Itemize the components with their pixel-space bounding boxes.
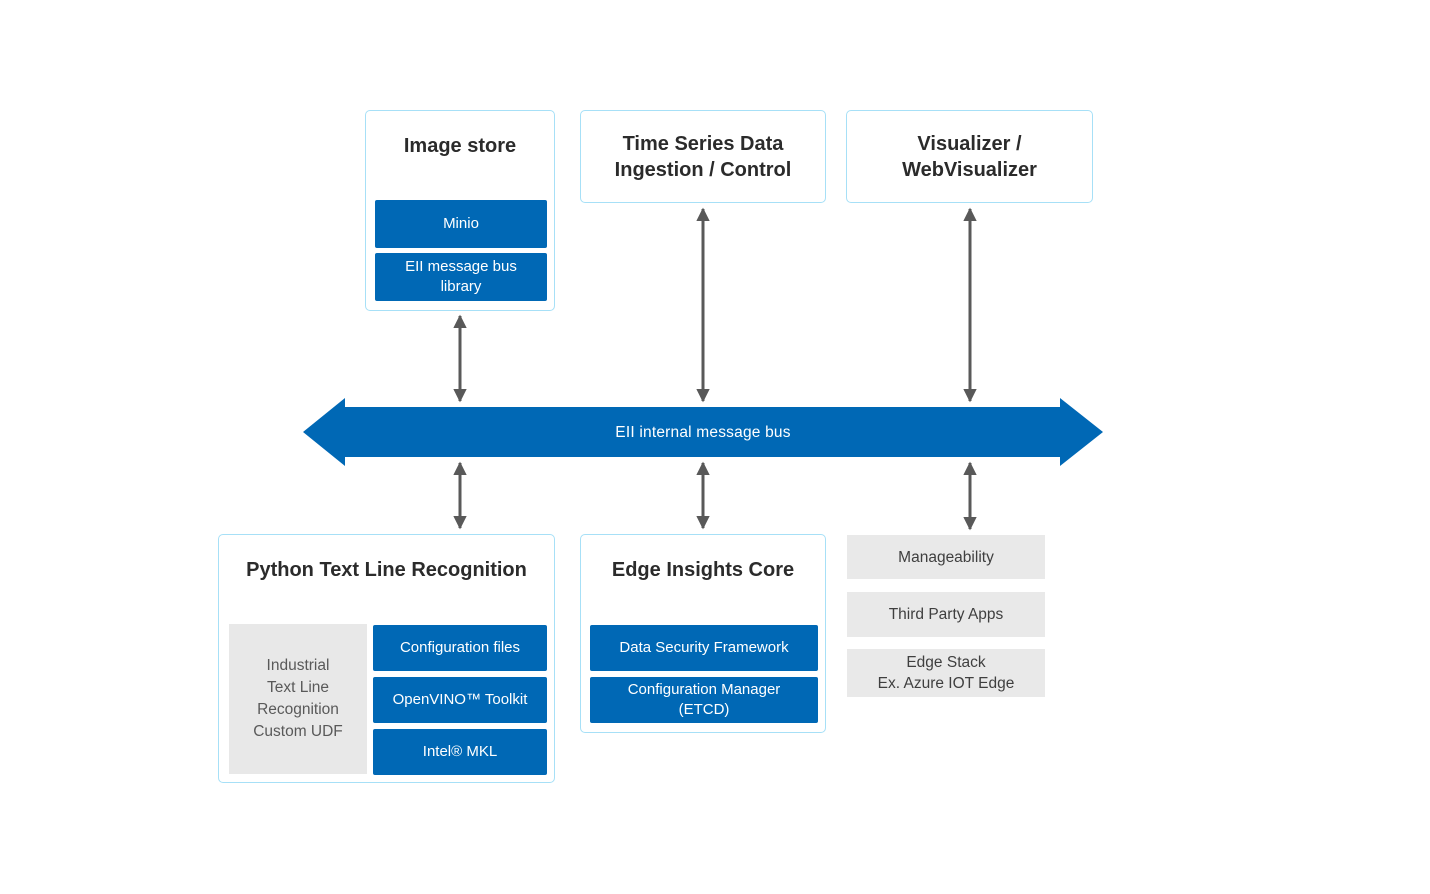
image-store-title: Image store	[403, 135, 517, 157]
edge-insights-core-title: Edge Insights Core	[611, 559, 795, 581]
message-bus-label: EII internal message bus	[615, 424, 791, 441]
configuration-files-chip: Configuration files	[373, 625, 547, 671]
intel-mkl-chip: Intel® MKL	[373, 729, 547, 775]
visualizer-title: Visualizer / WebVisualizer	[902, 132, 1037, 181]
python-tlr-title: Python Text Line Recognition	[246, 559, 527, 581]
openvino-toolkit-chip: OpenVINO™ Toolkit	[373, 677, 547, 723]
time-series-panel: Time Series Data Ingestion / Control	[580, 110, 826, 203]
time-series-title: Time Series Data Ingestion / Control	[614, 132, 792, 181]
eii-message-bus-library-chip: EII message bus library	[375, 253, 547, 301]
third-party-apps-box: Third Party Apps	[847, 592, 1045, 637]
industrial-udf-box: Industrial Text Line Recognition Custom …	[229, 624, 367, 774]
message-bus-arrow	[303, 398, 1103, 466]
visualizer-panel: Visualizer / WebVisualizer	[846, 110, 1093, 203]
edge-stack-box: Edge Stack Ex. Azure IOT Edge	[847, 649, 1045, 697]
python-tlr-panel: Python Text Line Recognition Industrial …	[218, 534, 555, 783]
data-security-framework-chip: Data Security Framework	[590, 625, 818, 671]
image-store-panel: Image store Minio EII message bus librar…	[365, 110, 555, 311]
configuration-manager-etcd-chip: Configuration Manager (ETCD)	[590, 677, 818, 723]
minio-chip: Minio	[375, 200, 547, 248]
edge-insights-core-panel: Edge Insights Core Data Security Framewo…	[580, 534, 826, 733]
manageability-box: Manageability	[847, 535, 1045, 579]
